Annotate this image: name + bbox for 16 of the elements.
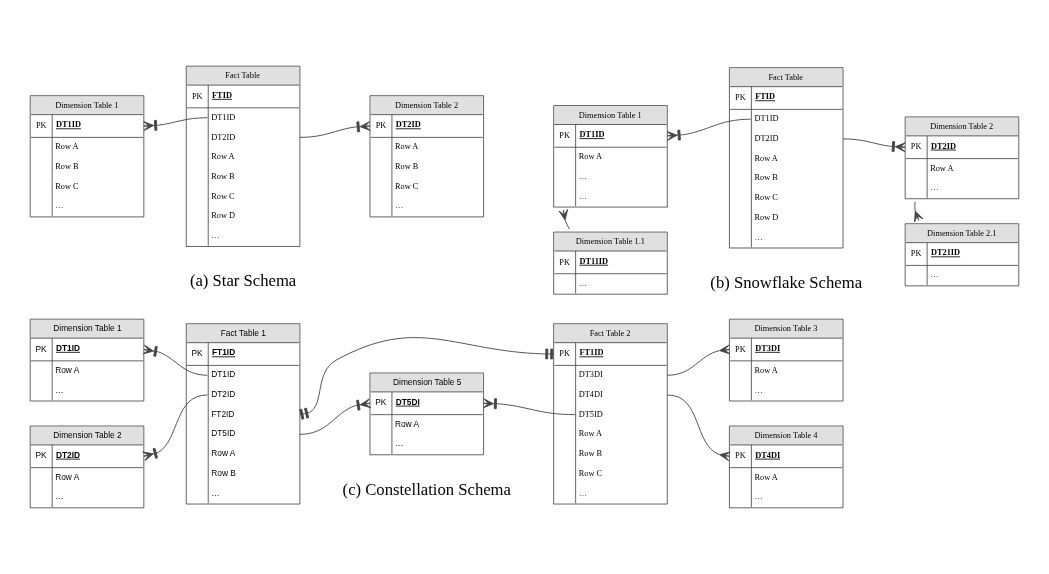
connector [666,118,752,141]
connector [143,117,208,131]
connector [142,344,208,376]
label: (c) Constellation Schema [342,479,511,499]
connector [482,398,576,416]
connector [842,138,906,153]
connector [666,344,731,376]
connector [558,208,570,230]
label: (b) Snowflake Schema [710,272,863,292]
connector [299,337,555,420]
connector [666,394,731,462]
label: (a) Star Schema [189,271,297,291]
connector [299,398,372,435]
connector [914,201,924,223]
connector [299,121,371,138]
connector [142,394,208,462]
